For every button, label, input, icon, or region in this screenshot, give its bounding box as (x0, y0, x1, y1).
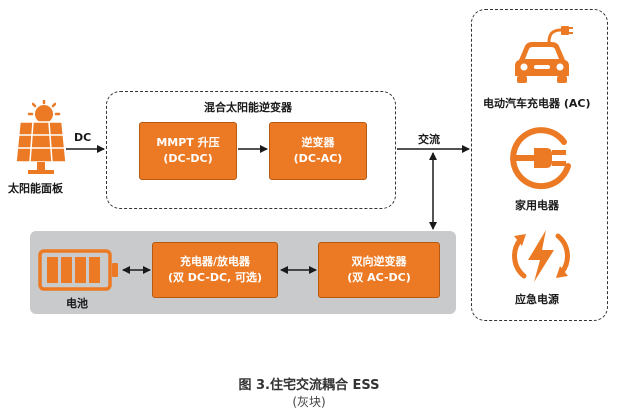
figure-caption-title: 图 3.住宅交流耦合 ESS (238, 378, 380, 393)
charger-line2: (双 DC-DC, 可选) (167, 271, 263, 284)
bidirectional-inverter-box: 双向逆变器 (双 AC-DC) (318, 242, 440, 298)
dc-label: DC (74, 131, 92, 144)
inverter-line1: 逆变器 (301, 136, 335, 149)
hybrid-inverter-group (106, 91, 396, 209)
inverter-box: 逆变器 (DC-AC) (269, 122, 367, 180)
hybrid-inverter-title: 混合太阳能逆变器 (204, 101, 292, 114)
battery-icon (38, 249, 118, 291)
mppt-boost-box: MMPT 升压 (DC-DC) (139, 122, 237, 180)
appliance-label: 家用电器 (515, 199, 559, 212)
solar-panel-icon (15, 100, 67, 174)
ev-car-icon (515, 26, 573, 83)
emergency-power-icon (512, 230, 570, 282)
ev-charger-label: 电动汽车充电器 (AC) (483, 97, 591, 110)
bidir-line1: 双向逆变器 (351, 255, 407, 268)
charger-discharger-box: 充电器/放电器 (双 DC-DC, 可选) (152, 242, 278, 298)
battery-label: 电池 (66, 297, 88, 310)
inverter-line2: (DC-AC) (293, 152, 343, 165)
solar-panel-label: 太阳能面板 (8, 182, 63, 195)
ac-label: 交流 (418, 133, 440, 146)
loads-group (471, 9, 608, 321)
plug-icon (510, 127, 571, 190)
emergency-power-label: 应急电源 (515, 293, 559, 306)
charger-line1: 充电器/放电器 (179, 255, 251, 268)
mppt-line2: (DC-DC) (163, 152, 213, 165)
mppt-line1: MMPT 升压 (156, 136, 220, 149)
bidir-line2: (双 AC-DC) (347, 271, 411, 284)
figure-caption-subtitle: (灰块) (292, 395, 326, 409)
